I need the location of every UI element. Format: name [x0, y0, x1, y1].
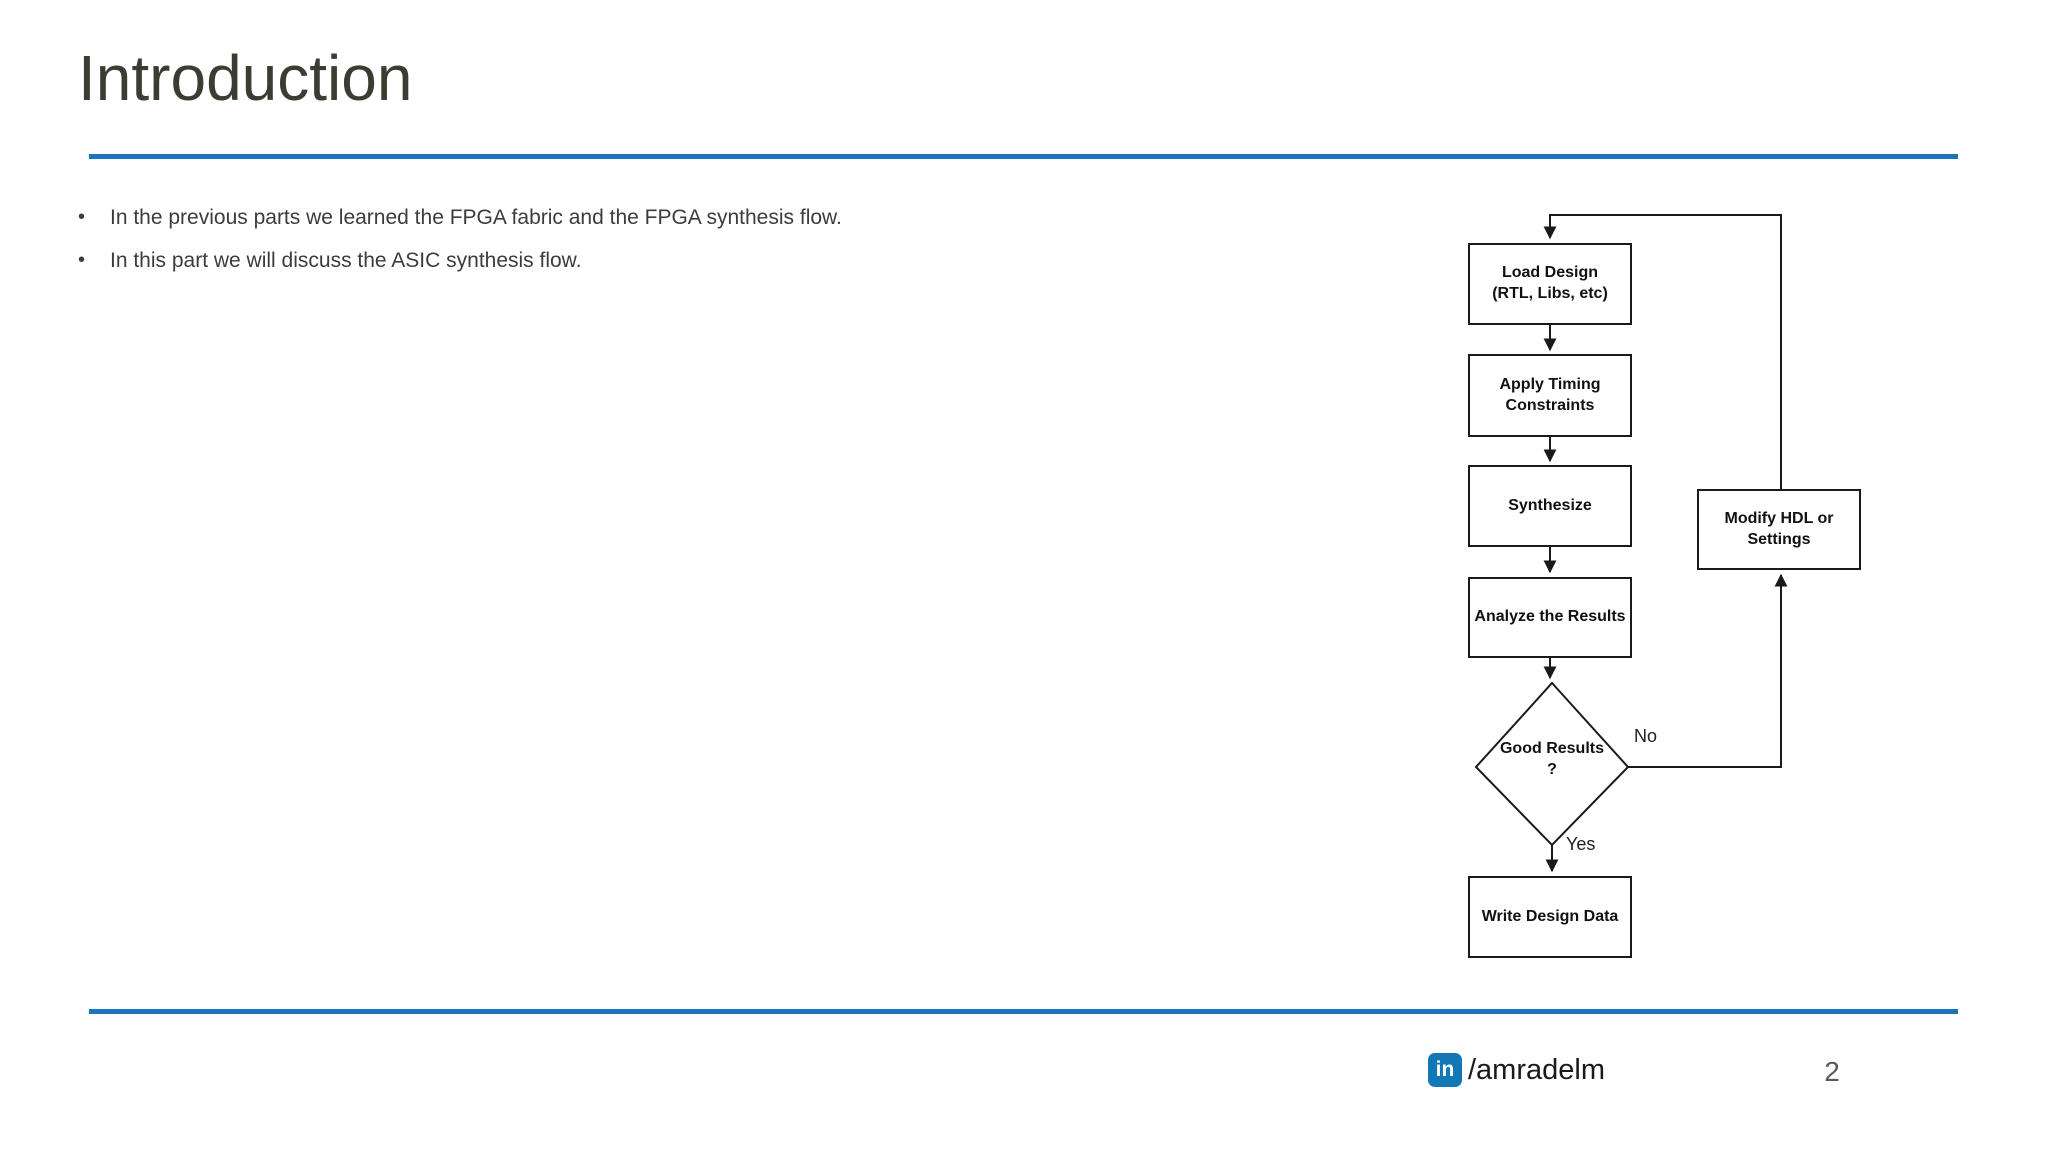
flowchart-connectors — [1474, 214, 1788, 873]
slide-title: Introduction — [78, 42, 413, 114]
edge-modify-to-load-feedback — [1543, 214, 1782, 489]
node-synthesize: Synthesize — [1468, 465, 1632, 547]
footer-divider — [89, 1009, 1958, 1014]
node-load-design: Load Design (RTL, Libs, etc) — [1468, 243, 1632, 325]
page-number: 2 — [1824, 1056, 1840, 1087]
bullet-marker: • — [78, 249, 86, 271]
linkedin-link[interactable]: in /amradelm — [1428, 1052, 1605, 1088]
bullet-item: • In the previous parts we learned the F… — [74, 196, 1174, 239]
bullet-item: • In this part we will discuss the ASIC … — [74, 239, 1174, 282]
node-modify-hdl-settings: Modify HDL or Settings — [1697, 489, 1861, 570]
title-underline — [89, 154, 1958, 159]
asic-synthesis-flow-diagram: Load Design (RTL, Libs, etc) Apply Timin… — [1400, 190, 1920, 980]
edge-label-yes: Yes — [1566, 834, 1596, 854]
node-analyze-results: Analyze the Results — [1468, 577, 1632, 658]
bullet-marker: • — [78, 206, 86, 228]
bullet-list: • In the previous parts we learned the F… — [74, 196, 1174, 282]
decision-diamond-shape — [1474, 681, 1630, 847]
node-good-results-decision: Good Results ? — [1499, 740, 1604, 778]
bullet-text: In the previous parts we learned the FPG… — [110, 205, 842, 229]
edge-decision-no-to-modify — [1628, 573, 1788, 768]
edge-label-no: No — [1634, 726, 1658, 746]
linkedin-icon[interactable]: in — [1428, 1053, 1462, 1087]
linkedin-handle[interactable]: /amradelm — [1468, 1053, 1605, 1086]
bullet-text: In this part we will discuss the ASIC sy… — [110, 248, 582, 272]
node-write-design-data: Write Design Data — [1468, 876, 1632, 958]
node-apply-timing-constraints: Apply Timing Constraints — [1468, 354, 1632, 437]
